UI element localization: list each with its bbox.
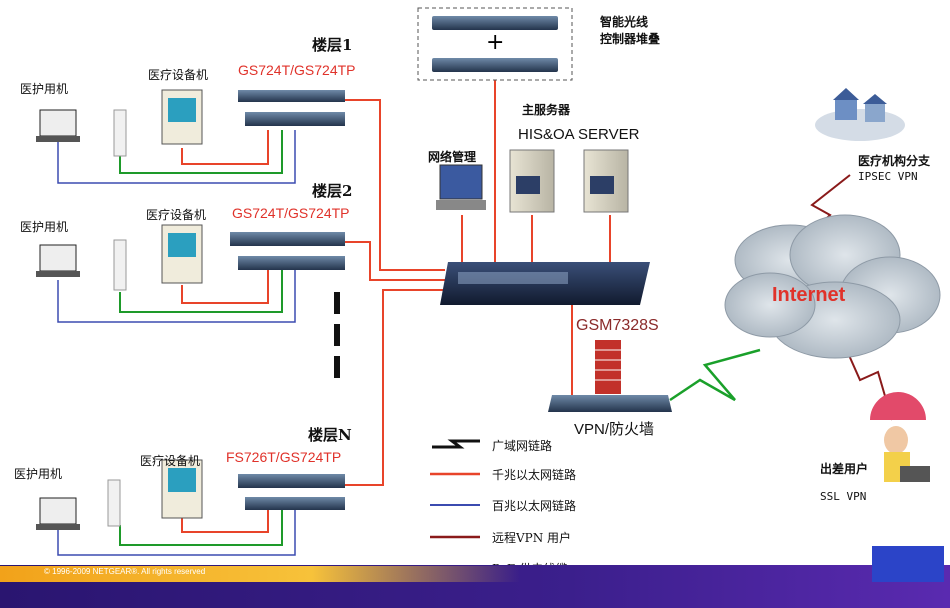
ipsec-label: IPSEC VPN [858, 170, 918, 183]
legend [430, 439, 480, 570]
floor1-name: 楼层1 [312, 36, 353, 54]
floorN-pc-label: 医护用机 [14, 467, 63, 481]
floor1-pc-label: 医护用机 [20, 82, 69, 96]
wan-link [669, 348, 761, 402]
floorN-name: 楼层N [308, 426, 352, 444]
net-mgmt-label: 网络管理 [428, 150, 477, 164]
internet-label: Internet [772, 284, 846, 306]
copyright-text: © 1996-2009 NETGEAR®. All rights reserve… [44, 567, 206, 576]
main-server-label: 主服务器 [522, 103, 571, 117]
controller-label: 智能光线 控制器堆叠 [600, 15, 661, 46]
internet-cloud [724, 214, 941, 359]
server-oa [583, 149, 629, 213]
legend-wan-label: 广域网链路 [492, 439, 553, 453]
remote-user-icon [870, 392, 930, 482]
poe-links [119, 130, 283, 546]
floor2-devices [36, 224, 203, 291]
floor2-medical-label: 医疗设备机 [146, 208, 207, 222]
floor2-name: 楼层2 [312, 182, 353, 200]
fast-ethernet-links [57, 130, 296, 556]
floorN-model: FS726T/GS724TP [226, 449, 342, 465]
vpn-router [548, 395, 672, 412]
server-names-label: HIS&OA SERVER [518, 126, 640, 143]
ssl-label: SSL VPN [820, 490, 867, 503]
floorN-devices [36, 459, 203, 530]
core-switch [440, 262, 650, 305]
remote-user-label: 出差用户 [820, 462, 869, 476]
firewall-icon [595, 340, 621, 394]
floor1-model: GS724T/GS724TP [238, 62, 356, 78]
legend-vpn-label: 远程VPN 用户 [492, 531, 572, 545]
corner-logo-box [872, 546, 944, 582]
floor1-medical-label: 医疗设备机 [148, 68, 209, 82]
mgmt-pc [436, 164, 486, 210]
core-switch-label: GSM7328S [576, 317, 659, 334]
floor1-devices [36, 89, 203, 157]
floor2-model: GS724T/GS724TP [232, 205, 350, 221]
legend-gigabit-label: 千兆以太网链路 [492, 468, 577, 482]
controller-plus: + [486, 30, 505, 55]
floorN-medical-label: 医疗设备机 [140, 454, 201, 468]
branch-buildings-icon [815, 88, 905, 141]
floorN-switch [238, 474, 345, 510]
floor-ellipsis [334, 292, 340, 378]
legend-fast-label: 百兆以太网链路 [492, 499, 577, 513]
firewall-label: VPN/防火墙 [574, 421, 655, 438]
legend-wan-swatch [432, 439, 480, 449]
footer-accent [0, 566, 520, 582]
floor2-switch [230, 232, 345, 270]
floor1-switch [238, 90, 345, 126]
controller-stack [417, 7, 573, 81]
floor2-pc-label: 医护用机 [20, 220, 69, 234]
gigabit-links [181, 99, 611, 533]
branch-label: 医疗机构分支 [858, 154, 931, 168]
server-his [509, 149, 555, 213]
